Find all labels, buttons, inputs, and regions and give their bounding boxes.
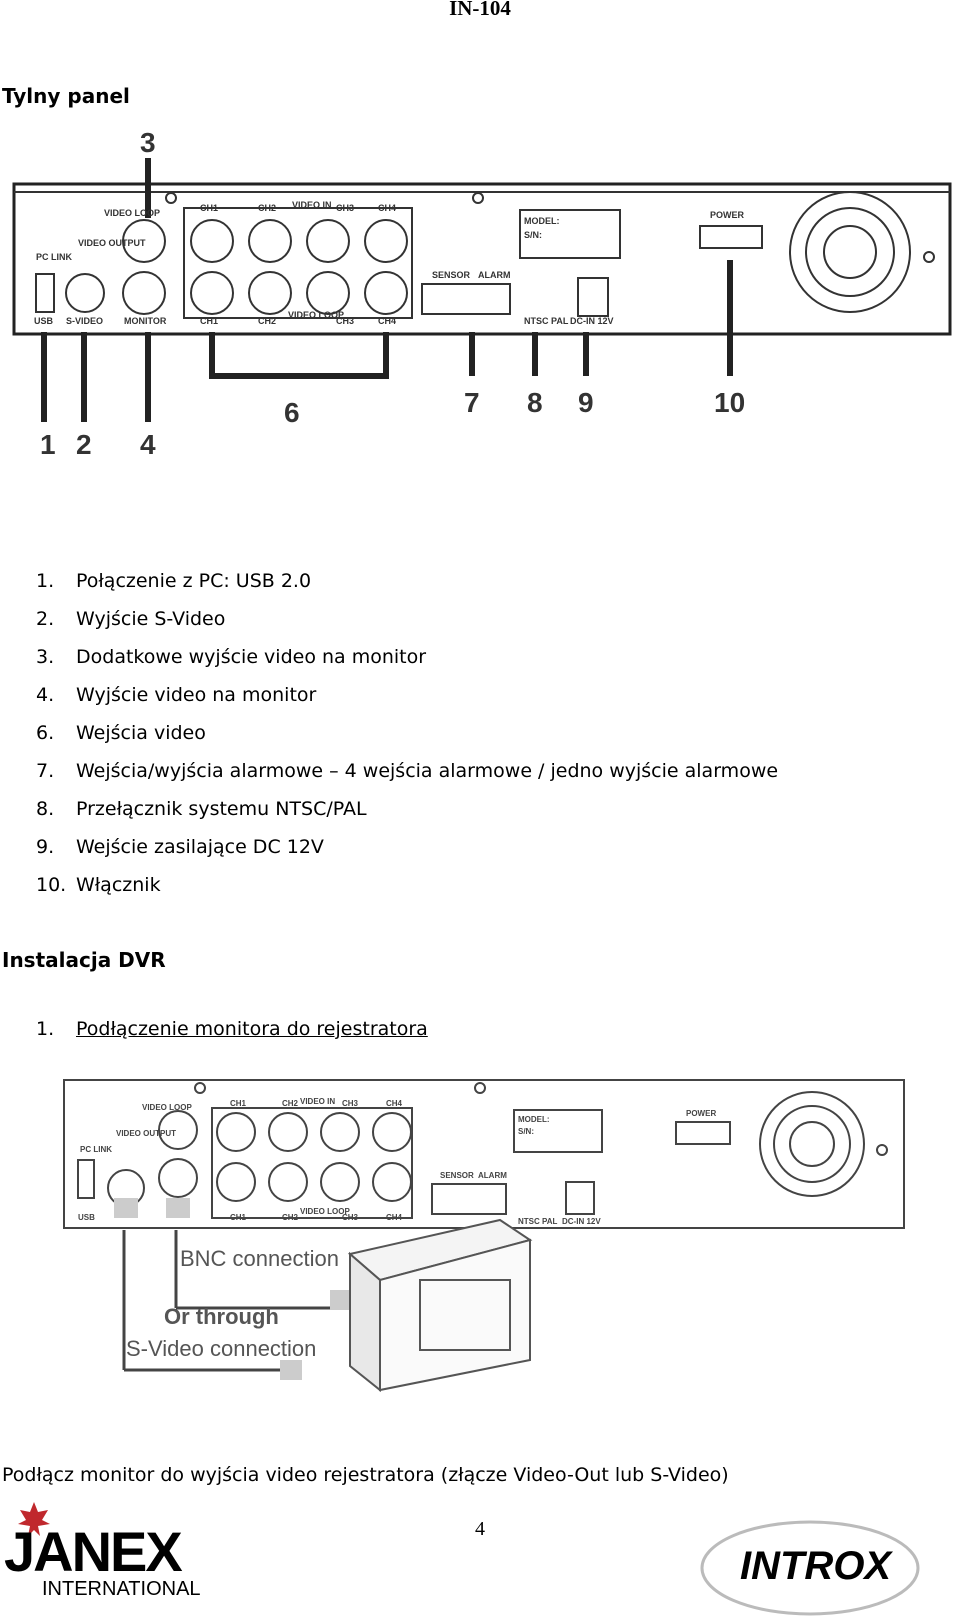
callout-8: 8 [527, 387, 543, 418]
page-number: 4 [475, 1518, 485, 1540]
label-dc: DC-IN 12V [570, 316, 614, 326]
list-item: 9.Wejście zasilające DC 12V [36, 836, 324, 858]
label-ch1-top: CH1 [230, 1099, 247, 1108]
janex-logo: JANEX INTERNATIONAL [0, 1500, 220, 1600]
label-model: MODEL: [524, 216, 560, 226]
install-steps: 1. Podłączenie monitora do rejestratora [36, 1010, 428, 1048]
label-ch4-bottom: CH4 [386, 1213, 403, 1222]
label-ch3-bottom: CH3 [342, 1213, 359, 1222]
caption: Podłącz monitor do wyjścia video rejestr… [2, 1464, 729, 1486]
list-item: 6.Wejścia video [36, 722, 206, 744]
callout-7: 7 [464, 387, 480, 418]
label-ch3-top: CH3 [336, 203, 354, 213]
label-video-loop: VIDEO LOOP [288, 310, 344, 320]
janex-subtitle: INTERNATIONAL [42, 1578, 201, 1600]
label-video-loop-top: VIDEO LOOP [142, 1103, 192, 1112]
list-item: 7.Wejścia/wyjścia alarmowe – 4 wejścia a… [36, 760, 779, 782]
label-sn: S/N: [524, 230, 542, 240]
callout-2: 2 [76, 429, 92, 460]
label-ch1-bottom: CH1 [200, 316, 218, 326]
callout-4: 4 [140, 429, 156, 460]
label-ch1-top: CH1 [200, 203, 218, 213]
label-dc: DC-IN 12V [562, 1217, 601, 1226]
label-ntsc-pal: NTSC PAL [518, 1217, 558, 1226]
introx-logo: INTROX [700, 1518, 920, 1618]
label-alarm: ALARM [478, 270, 511, 280]
label-s-video: S-VIDEO [66, 316, 103, 326]
list-item: 1.Połączenie z PC: USB 2.0 [36, 570, 312, 592]
label-sensor: SENSOR [440, 1171, 474, 1180]
label-ch1-bottom: CH1 [230, 1213, 247, 1222]
label-svideo-connection: S-Video connection [126, 1336, 316, 1361]
label-video-in: VIDEO IN [292, 200, 332, 210]
introx-wordmark: INTROX [740, 1544, 892, 1588]
label-ch2-top: CH2 [282, 1099, 299, 1108]
label-video-loop-top: VIDEO LOOP [104, 208, 160, 218]
list-item: 1. Podłączenie monitora do rejestratora [36, 1018, 428, 1040]
list-item: 10.Włącznik [36, 874, 161, 896]
label-sn: S/N: [518, 1127, 534, 1136]
label-power: POWER [710, 210, 745, 220]
maple-leaf-icon [18, 1502, 50, 1536]
callout-6: 6 [284, 397, 300, 428]
callout-1: 1 [40, 429, 56, 460]
label-or-through: Or through [164, 1304, 279, 1329]
label-video-output: VIDEO OUTPUT [78, 238, 146, 248]
label-usb: USB [34, 316, 54, 326]
label-alarm: ALARM [478, 1171, 507, 1180]
document-code: IN-104 [449, 0, 511, 20]
callout-10: 10 [714, 387, 745, 418]
callout-3: 3 [140, 127, 156, 158]
list-item: 3.Dodatkowe wyjście video na monitor [36, 646, 427, 668]
label-sensor: SENSOR [432, 270, 471, 280]
list-item: 2.Wyjście S-Video [36, 608, 226, 630]
label-ch2-bottom: CH2 [282, 1213, 299, 1222]
rear-panel-legend: 1.Połączenie z PC: USB 2.0 2.Wyjście S-V… [36, 562, 778, 904]
rear-panel-diagram: PC LINK USB VIDEO OUTPUT VIDEO LOOP S-VI… [12, 127, 952, 460]
label-video-in: VIDEO IN [300, 1097, 335, 1106]
janex-wordmark: JANEX [4, 1520, 183, 1583]
monitor-connection-diagram: BNC connection Or through S-Video connec… [63, 1079, 905, 1393]
label-ch4-bottom: CH4 [378, 316, 396, 326]
label-ch4-top: CH4 [386, 1099, 403, 1108]
label-pc-link: PC LINK [80, 1145, 112, 1154]
label-ntsc-pal: NTSC PAL [524, 316, 569, 326]
label-video-loop: VIDEO LOOP [300, 1207, 350, 1216]
list-item: 8.Przełącznik systemu NTSC/PAL [36, 798, 367, 820]
callout-9: 9 [578, 387, 594, 418]
label-usb: USB [78, 1213, 95, 1222]
label-model: MODEL: [518, 1115, 550, 1124]
label-pc-link: PC LINK [36, 252, 73, 262]
label-power: POWER [686, 1109, 716, 1118]
label-ch3-bottom: CH3 [336, 316, 354, 326]
label-ch3-top: CH3 [342, 1099, 359, 1108]
label-ch2-bottom: CH2 [258, 316, 276, 326]
label-bnc-connection: BNC connection [180, 1246, 339, 1271]
section-title-rear-panel: Tylny panel [2, 84, 130, 108]
label-ch4-top: CH4 [378, 203, 396, 213]
label-video-output: VIDEO OUTPUT [116, 1129, 176, 1138]
label-monitor: MONITOR [124, 316, 167, 326]
label-ch2-top: CH2 [258, 203, 276, 213]
list-item: 4.Wyjście video na monitor [36, 684, 317, 706]
section-title-install: Instalacja DVR [2, 948, 166, 972]
